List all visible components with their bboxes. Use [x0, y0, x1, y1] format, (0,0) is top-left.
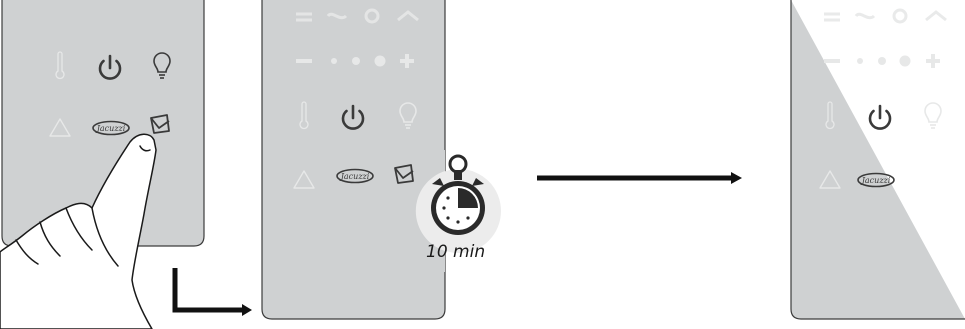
transition-arrow-2	[537, 172, 742, 184]
timer-label: 10 min	[426, 242, 485, 262]
minus-icon	[824, 59, 840, 63]
plus-icon	[926, 54, 940, 68]
blink-rays	[909, 158, 953, 202]
jacuzzi-logo: Jacuzzi	[858, 174, 894, 187]
brush-icon-blinking[interactable]	[909, 158, 953, 202]
jacuzzi-logo: Jacuzzi	[337, 170, 373, 183]
transition-arrow-1	[175, 268, 252, 316]
svg-text:Jacuzzi: Jacuzzi	[339, 172, 370, 181]
jacuzzi-logo: Jacuzzi	[93, 122, 129, 135]
svg-text:Jacuzzi: Jacuzzi	[860, 176, 891, 185]
minus-icon	[296, 59, 312, 63]
svg-text:Jacuzzi: Jacuzzi	[95, 124, 126, 133]
bulb-icon	[925, 103, 941, 128]
power-icon[interactable]	[870, 106, 890, 129]
timer: 10 min	[414, 150, 501, 272]
panel-step-3: Jacuzzi	[791, 0, 965, 319]
